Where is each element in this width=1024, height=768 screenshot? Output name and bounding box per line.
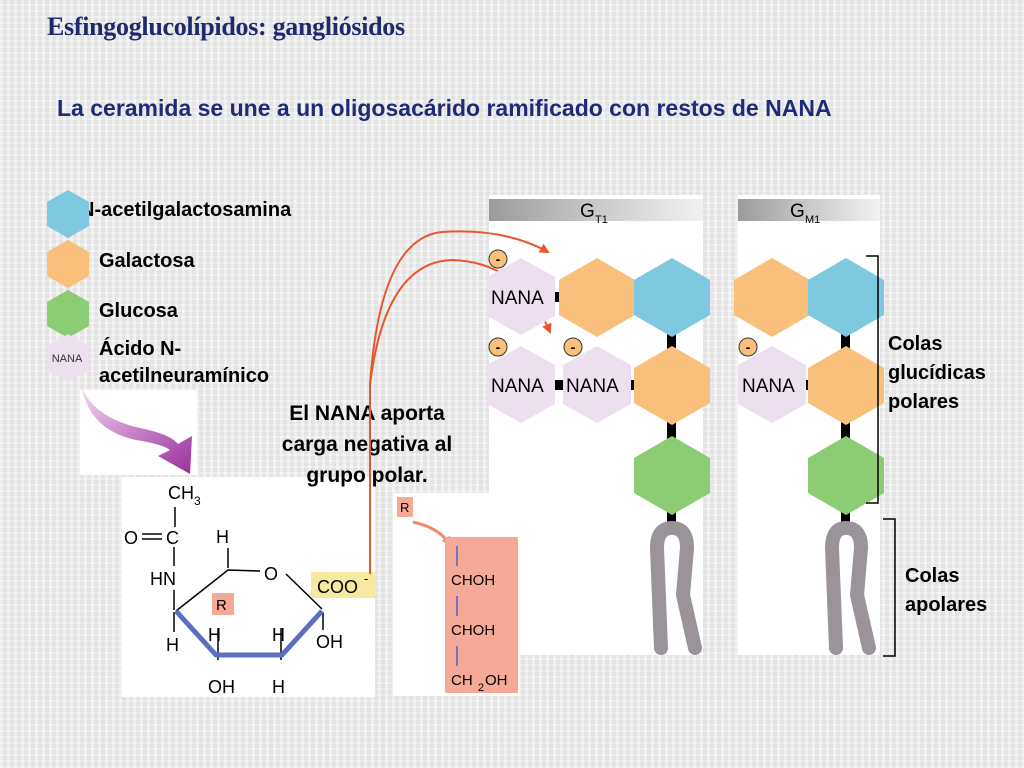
gm1-galactosa-mid [808, 346, 884, 425]
gm1-ceramide-tail [825, 521, 876, 655]
gm1-nana-label: NANA [742, 376, 795, 397]
svg-text:H: H [166, 635, 179, 655]
legend-glucosa-icon [47, 290, 89, 338]
svg-text:H: H [272, 625, 285, 645]
legend-label-galactosa: Galactosa [99, 250, 195, 272]
r-group: R CHOH CHOH CH 2 OH [397, 497, 518, 694]
gm1-nacetilgalactosamina [808, 258, 884, 337]
legend-label-nana: Ácido N-acetilneuramínico [99, 338, 270, 387]
svg-text:-: - [496, 339, 501, 355]
svg-text:OH: OH [485, 672, 508, 689]
svg-text:H: H [272, 677, 285, 697]
gt1-glucosa [634, 436, 710, 515]
gt1-nana-top [487, 258, 555, 335]
slide-title: Esfingoglucolípidos: gangliósidos [47, 12, 405, 41]
gm1-label-sub: M1 [805, 214, 820, 226]
svg-text:C: C [166, 528, 179, 548]
polar-bracket [866, 255, 879, 504]
gm1-nana [738, 346, 806, 423]
svg-text:2: 2 [478, 682, 484, 694]
gm1-charges: - [738, 337, 758, 357]
legend-nacetilgalactosamina-icon [47, 190, 89, 238]
svg-text:O: O [264, 564, 278, 584]
nana-charge-note: El NANA aporta carga negativa al grupo p… [281, 402, 453, 487]
gm1-galactosa-top [734, 258, 810, 337]
svg-text:OH: OH [316, 632, 343, 652]
gm1-header-band [738, 199, 880, 221]
apolar-bracket [883, 518, 896, 657]
gt1-label-sub: T1 [595, 214, 608, 226]
gt1-nana-right [563, 346, 631, 423]
gt1-header-band [489, 199, 703, 221]
apolar-tails-label: Colas apolares [905, 565, 988, 616]
svg-text:O: O [124, 528, 138, 548]
legend-galactosa-icon [47, 240, 89, 288]
polar-tails-label: Colas glucídicas polares [888, 333, 986, 413]
legend-to-structure-arrow [82, 388, 192, 474]
svg-text:-: - [746, 339, 751, 355]
gt1-nana-left [487, 346, 555, 423]
legend-nana-icon [47, 334, 89, 382]
svg-text:R: R [400, 500, 409, 515]
svg-text:COO: COO [317, 577, 358, 597]
svg-text:CHOH: CHOH [451, 622, 495, 639]
gt1-galactosa-top [559, 258, 635, 337]
gt1-nacetilgalactosamina [634, 258, 710, 337]
svg-text:NANA: NANA [491, 288, 544, 309]
svg-text:NANA: NANA [566, 376, 619, 397]
gt1-ceramide-tail [650, 521, 702, 655]
svg-text:3: 3 [194, 494, 201, 508]
svg-text:-: - [496, 251, 501, 267]
svg-text:CHOH: CHOH [451, 572, 495, 589]
legend-label-nacetilgalactosamina: N-acetilgalactosamina [80, 199, 292, 221]
nana-structure: CH 3 O C HN H O H H H OH H OH R COO - [124, 483, 375, 697]
svg-text:-: - [364, 571, 368, 586]
legend-nana-icon-text: NANA [52, 353, 83, 365]
gm1-chain [734, 258, 884, 655]
gm1-label: G [790, 201, 805, 222]
legend-label-glucosa: Glucosa [99, 300, 178, 322]
gt1-label: G [580, 201, 595, 222]
nana-arrow-upper [369, 230, 550, 386]
svg-text:HN: HN [150, 569, 176, 589]
svg-text:-: - [571, 339, 576, 355]
gt1-chain [487, 258, 710, 655]
svg-text:CH: CH [168, 483, 194, 503]
slide-subtitle: La ceramida se une a un oligosacárido ra… [57, 95, 832, 121]
gt1-nana-labels: NANA NANA NANA [491, 288, 619, 397]
svg-text:R: R [216, 597, 227, 614]
svg-text:H: H [208, 625, 221, 645]
svg-text:H: H [216, 527, 229, 547]
svg-text:NANA: NANA [491, 376, 544, 397]
gt1-galactosa-mid [634, 346, 710, 425]
gm1-glucosa [808, 436, 884, 515]
gt1-charges: - - - [488, 249, 583, 357]
svg-text:OH: OH [208, 677, 235, 697]
svg-text:CH: CH [451, 672, 473, 689]
